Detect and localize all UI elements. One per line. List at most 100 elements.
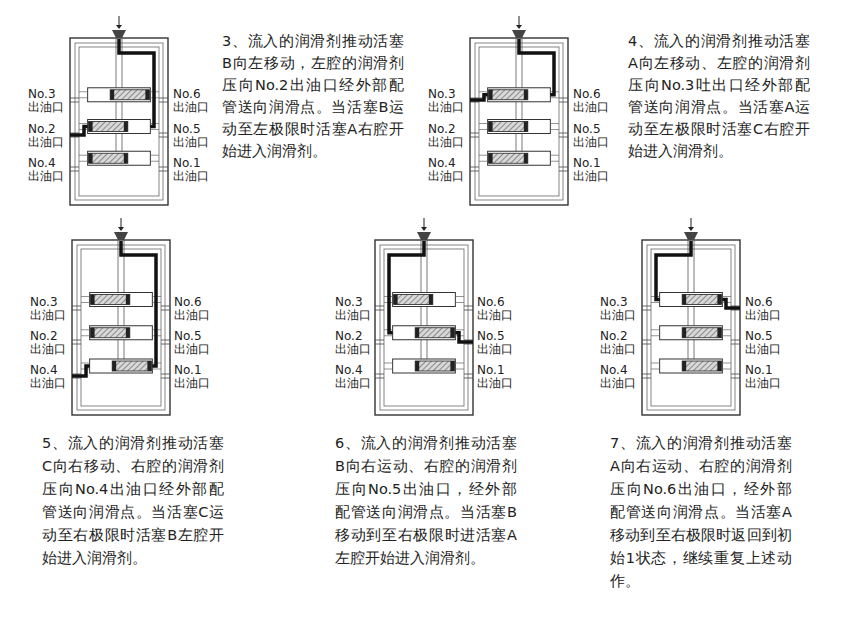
- piston-end: [524, 122, 528, 132]
- cylinder: [488, 151, 551, 165]
- channel: [475, 43, 563, 200]
- outlet-port: [159, 171, 168, 172]
- inlet-arrow: [519, 16, 520, 26]
- outlet-label: No.3 出油口: [428, 88, 468, 113]
- outlet-label: No.6 出油口: [477, 296, 517, 321]
- inlet-arrow: [691, 218, 692, 228]
- piston-end: [682, 328, 686, 338]
- step-description: 7、流入的润滑剂推动活塞A向右运动、右腔的润滑剂压向No.6出油口，经外部配管送…: [610, 432, 792, 593]
- channel: [647, 245, 735, 410]
- outlet-port: [375, 344, 384, 345]
- channel: [651, 329, 660, 330]
- outlet-port: [642, 374, 651, 375]
- outlet-label: No.5 出油口: [573, 123, 613, 148]
- supply-flow: [121, 241, 156, 366]
- inlet-arrowhead: [118, 227, 124, 231]
- outlet-port: [70, 98, 79, 99]
- distributor: [642, 218, 740, 415]
- discharge-flow: [70, 127, 88, 135]
- channel: [81, 302, 90, 303]
- outlet-port: [161, 374, 170, 375]
- step-description: 4、流入的润滑剂推动活塞A向左移动、左腔的润滑剂压向No.3吐出口经外部配管送向…: [628, 30, 810, 162]
- inlet-port: [512, 30, 526, 38]
- cylinder: [660, 326, 723, 340]
- piston-end: [682, 361, 686, 371]
- outlet-port: [559, 137, 568, 138]
- channel: [81, 363, 90, 364]
- cylinder: [88, 151, 151, 165]
- inlet-arrowhead: [516, 25, 522, 29]
- channel: [550, 129, 559, 130]
- outlet-port: [731, 344, 740, 345]
- channel: [550, 123, 559, 124]
- distributor-body: [375, 240, 473, 415]
- outlet-port: [159, 98, 168, 99]
- piston-end: [717, 361, 721, 371]
- outlet-port: [159, 102, 168, 103]
- distributor-body: [70, 38, 168, 205]
- outlet-label: No.3 出油口: [600, 296, 640, 321]
- piston-end: [126, 328, 130, 338]
- outlet-label: No.1 出油口: [174, 364, 214, 389]
- supply-flow: [519, 39, 554, 95]
- outlet-label: No.4 出油口: [600, 364, 640, 389]
- outlet-port: [642, 378, 651, 379]
- inlet-port: [112, 30, 126, 38]
- cylinder: [90, 359, 153, 373]
- channel: [722, 296, 731, 297]
- outlet-label: No.6 出油口: [573, 88, 613, 113]
- outlet-port: [464, 306, 473, 307]
- piston-end: [489, 122, 493, 132]
- channel: [79, 155, 88, 156]
- outlet-label: No.3 出油口: [30, 296, 70, 321]
- outlet-label: No.4 出油口: [28, 157, 68, 182]
- piston-end: [682, 295, 686, 305]
- channel: [651, 369, 660, 370]
- outlet-port: [72, 310, 81, 311]
- inlet-arrowhead: [688, 227, 694, 231]
- outlet-port: [161, 306, 170, 307]
- channel: [152, 369, 161, 370]
- piston-end: [489, 90, 493, 100]
- outlet-port: [375, 374, 384, 375]
- distributor-body: [72, 240, 170, 415]
- piston: [682, 361, 721, 371]
- piston-end: [112, 361, 116, 371]
- piston: [415, 328, 454, 338]
- outlet-port: [159, 133, 168, 134]
- cylinder: [660, 293, 723, 307]
- channel: [384, 335, 393, 336]
- piston: [91, 328, 130, 338]
- outlet-port: [375, 340, 384, 341]
- outlet-port: [375, 378, 384, 379]
- outlet-label: No.5 出油口: [745, 330, 785, 355]
- inlet-port: [417, 232, 431, 240]
- piston-end: [147, 361, 151, 371]
- outlet-label: No.6 出油口: [745, 296, 785, 321]
- piston-end: [450, 361, 454, 371]
- outlet-label: No.4 出油口: [335, 364, 375, 389]
- inlet-port: [684, 232, 698, 240]
- outlet-port: [375, 310, 384, 311]
- outlet-port: [161, 340, 170, 341]
- channel: [455, 369, 464, 370]
- channel: [150, 161, 159, 162]
- channel: [651, 302, 660, 303]
- outlet-port: [161, 344, 170, 345]
- piston-end: [429, 295, 433, 305]
- channel: [550, 155, 559, 156]
- cylinder: [88, 88, 151, 102]
- channel: [81, 329, 90, 330]
- channel: [479, 129, 488, 130]
- channel: [651, 335, 660, 336]
- outlet-port: [559, 167, 568, 168]
- outlet-port: [159, 137, 168, 138]
- piston-end: [91, 295, 95, 305]
- outlet-port: [642, 310, 651, 311]
- channel: [79, 161, 88, 162]
- channel: [479, 155, 488, 156]
- piston-end: [450, 328, 454, 338]
- outlet-port: [470, 137, 479, 138]
- outlet-label: No.6 出油口: [174, 296, 214, 321]
- outlet-port: [559, 133, 568, 134]
